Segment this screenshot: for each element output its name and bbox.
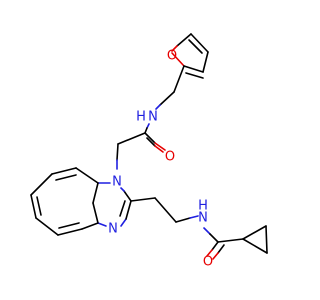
lower-amide-oxygen-label: O	[203, 255, 213, 270]
lower-amide-hydrogen-label: H	[198, 199, 208, 214]
furan-ring	[171, 33, 209, 79]
furan-methylene-linker	[155, 65, 185, 110]
ethyl-linker	[130, 197, 199, 223]
furan-oxygen-label: O	[167, 49, 177, 64]
benzimidazole-n3-label: N	[108, 222, 118, 237]
benzimidazole-core	[30, 167, 132, 236]
upper-amide-oxygen-label: O	[165, 150, 175, 165]
benzimidazole-n1-label: N	[112, 175, 122, 190]
molecule-structure-diagram: O N H O N N N H O	[30, 33, 268, 270]
upper-amide-hydrogen-label: H	[136, 110, 146, 125]
upper-amide	[116, 123, 166, 170]
atom-labels: O N H O N N N H O	[108, 49, 213, 270]
cyclopropanecarboxamide	[203, 225, 268, 260]
upper-amide-nitrogen-label: N	[148, 110, 158, 125]
lower-amide-nitrogen-label: N	[198, 211, 208, 226]
